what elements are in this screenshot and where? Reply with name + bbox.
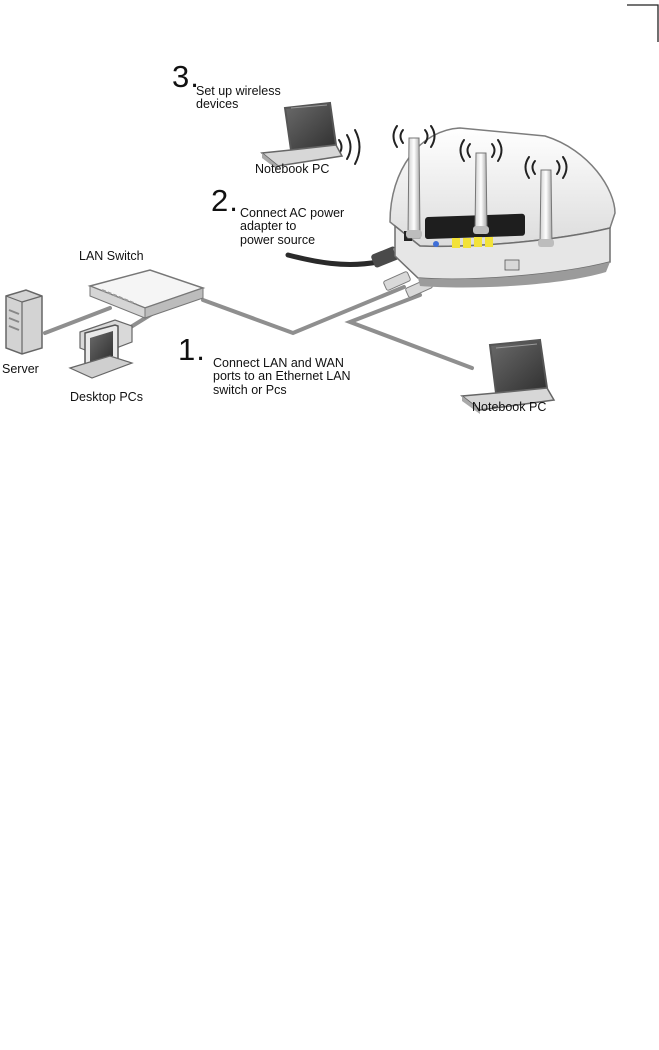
cable-router-notebook — [350, 295, 472, 368]
desktop-pc-icon — [70, 320, 132, 378]
step-1-number: 1. — [178, 334, 206, 367]
server-icon — [6, 290, 42, 354]
page-corner-mark — [627, 3, 659, 43]
cable-switch-router — [203, 287, 404, 333]
router-icon — [390, 128, 615, 287]
step-3-text: Set up wireless devices — [196, 85, 281, 112]
label-lan-switch: LAN Switch — [79, 250, 144, 263]
label-notebook-pc-wireless: Notebook PC — [255, 163, 329, 176]
label-desktop-pcs: Desktop PCs — [70, 391, 143, 404]
label-server: Server — [2, 363, 39, 376]
step-1-text: Connect LAN and WAN ports to an Ethernet… — [213, 357, 351, 397]
step-2-text: Connect AC power adapter to power source — [240, 207, 344, 247]
notebook-pc-icon — [262, 103, 342, 170]
step-2-number: 2. — [211, 185, 239, 218]
label-notebook-pc-wired: Notebook PC — [472, 401, 546, 414]
power-adapter-icon — [288, 244, 407, 268]
